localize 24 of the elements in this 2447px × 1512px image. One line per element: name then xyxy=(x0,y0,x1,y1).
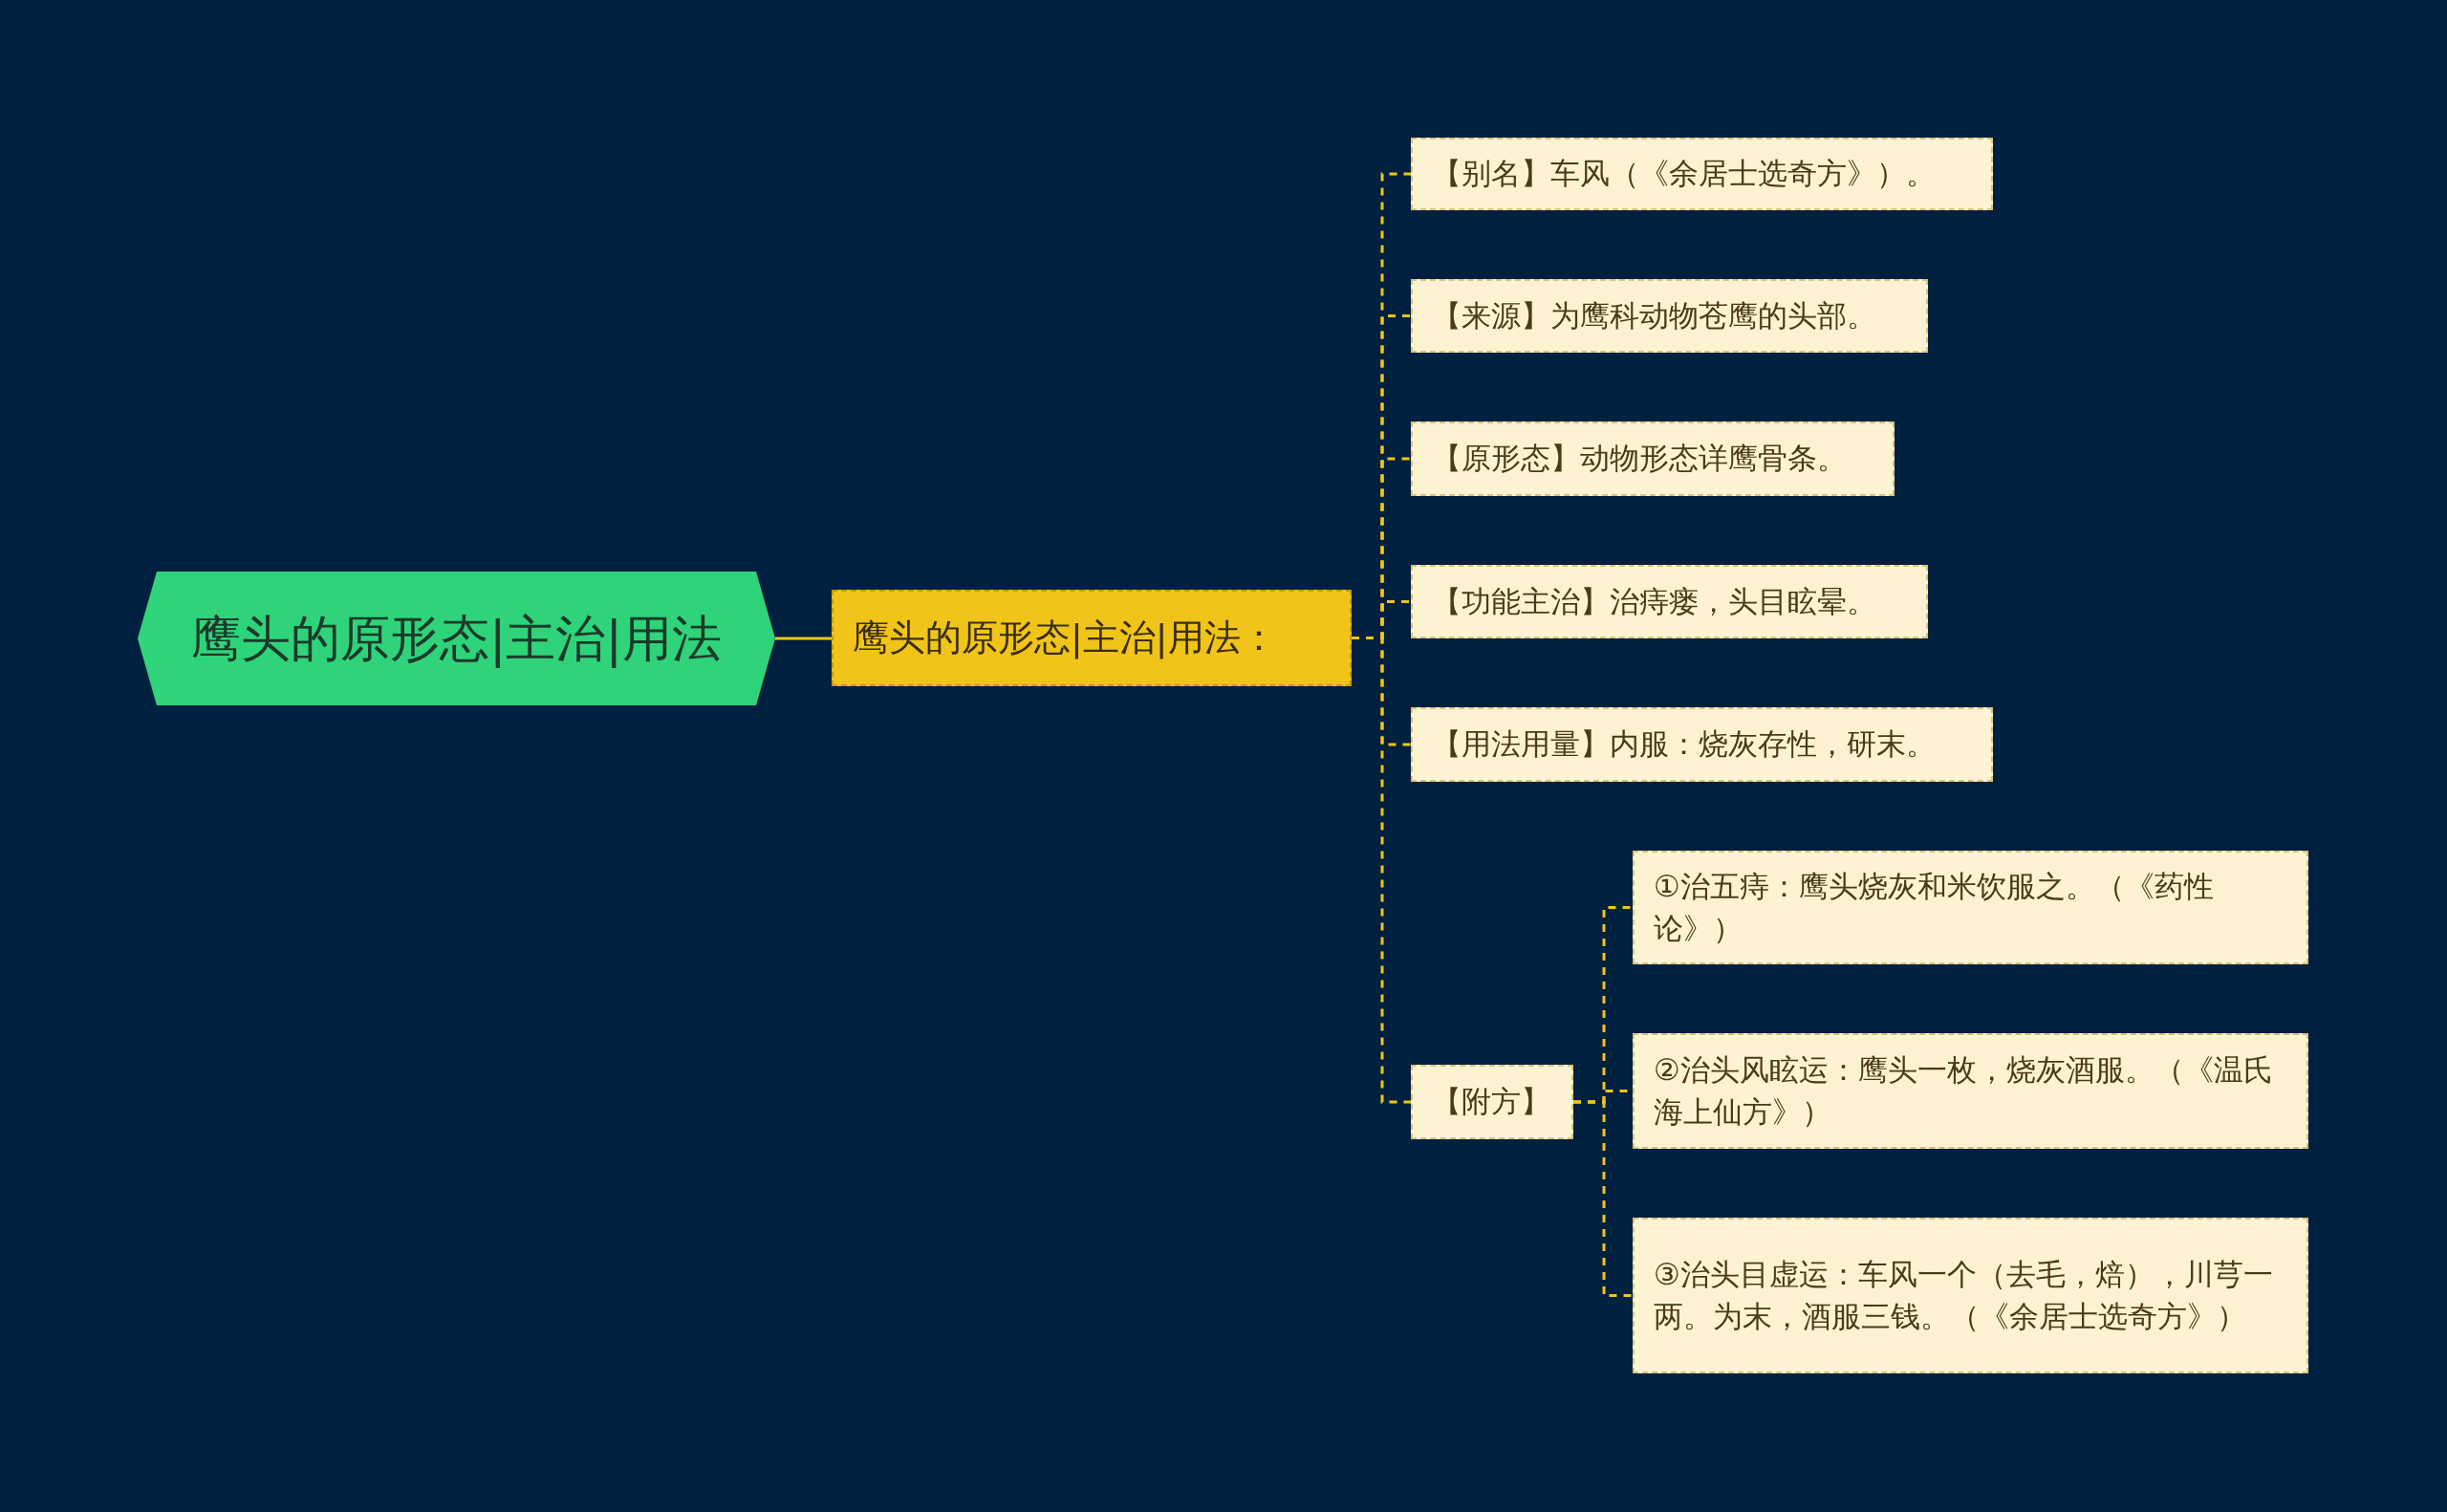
node-text: 鹰头的原形态|主治|用法： xyxy=(853,616,1277,661)
node-text: ①治五痔：鹰头烧灰和米饮服之。（《药性论》） xyxy=(1654,868,2215,947)
node-text: ②治头风眩运：鹰头一枚，烧灰酒服。（《温氏海上仙方》） xyxy=(1654,1051,2274,1131)
connector-line xyxy=(775,637,832,640)
node-text: 【原形态】动物形态详鹰骨条。 xyxy=(1432,440,1847,478)
node-text: 【来源】为鹰科动物苍鹰的头部。 xyxy=(1432,296,1876,335)
leaf-box xyxy=(1633,1218,2308,1373)
leaf-box xyxy=(1411,279,1928,353)
node-text: 【功能主治】治痔瘘，头目眩晕。 xyxy=(1432,582,1876,620)
topic-hexagon xyxy=(138,572,775,705)
leaf-box xyxy=(1411,565,1928,638)
leaf-box xyxy=(1411,1065,1573,1139)
leaf-box xyxy=(1411,421,1895,496)
node-text: ③治头目虚运：车风一个（去毛，焙），川芎一两。为末，酒服三钱。（《余居士选奇方》） xyxy=(1654,1256,2274,1335)
leaf-box xyxy=(1633,1033,2308,1149)
leaf-box xyxy=(1411,707,1993,782)
connector-line xyxy=(1573,1100,1633,1297)
leaf-box xyxy=(1633,851,2308,964)
node-text: 鹰头的原形态|主治|用法 xyxy=(190,610,722,667)
node-text: 【用法用量】内服：烧灰存性，研末。 xyxy=(1432,725,1936,764)
node-text: 【附方】 xyxy=(1432,1083,1550,1121)
node-text: 【别名】车风（《余居士选奇方》）。 xyxy=(1432,155,1936,193)
leaf-box xyxy=(1411,138,1993,210)
branch-box xyxy=(832,590,1352,686)
